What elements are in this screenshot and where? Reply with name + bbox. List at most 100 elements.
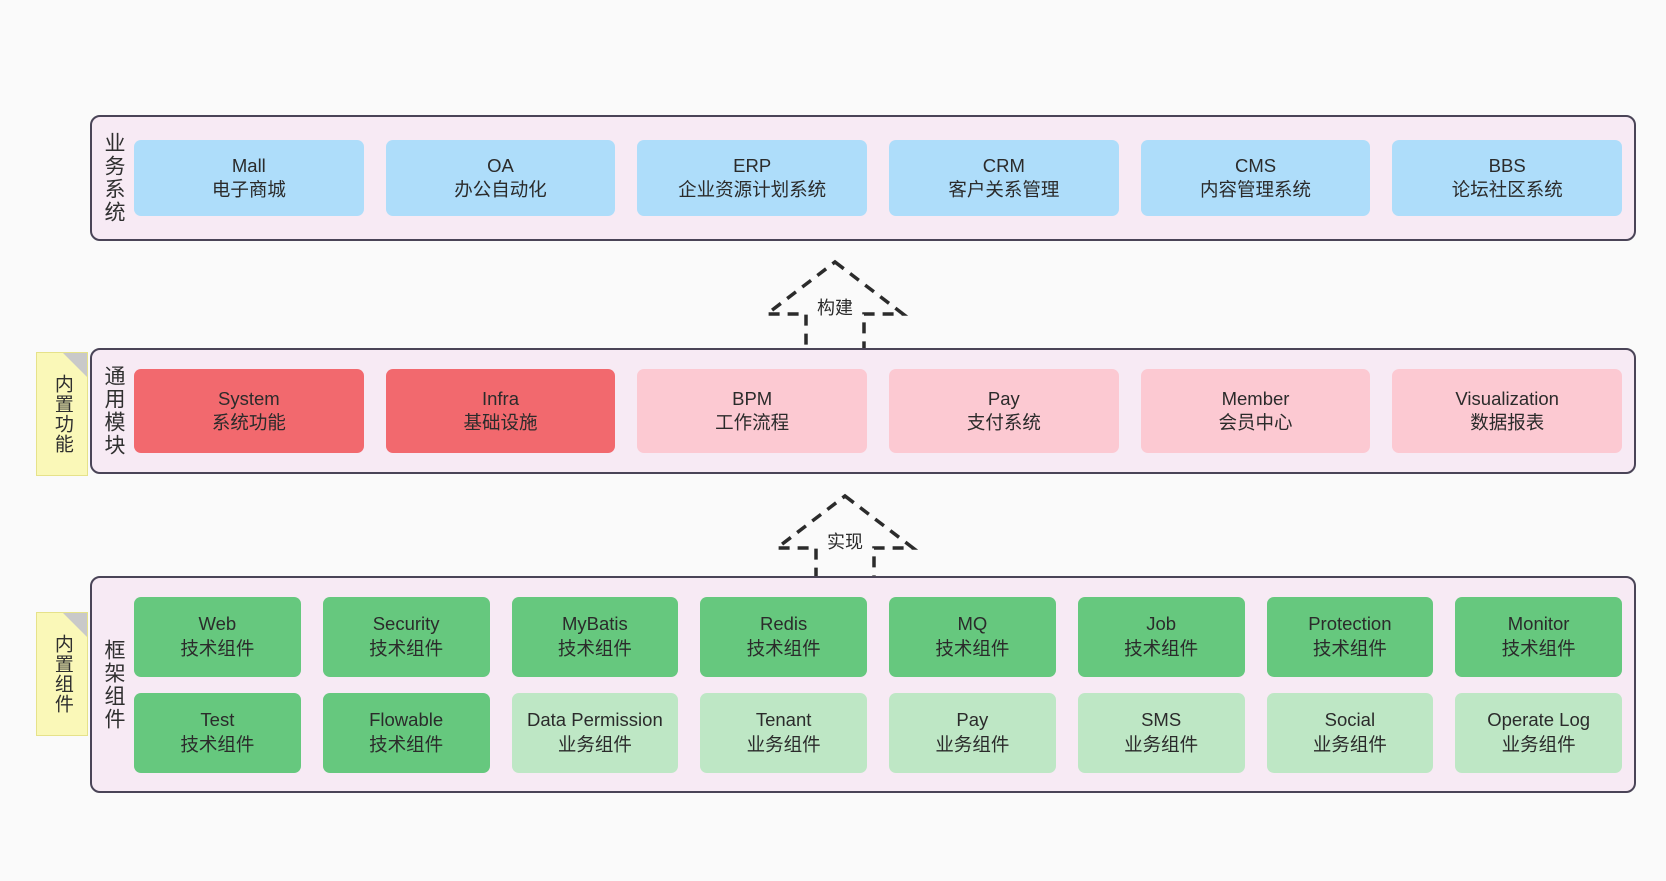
note-builtin-function[interactable]: 内置功能 [36, 352, 88, 476]
note-builtin-function-text: 内置功能 [51, 374, 73, 454]
layer-common-modules-label: 通用模块 [101, 365, 125, 457]
card-monitor[interactable]: Monitor 技术组件 [1455, 596, 1622, 677]
card-subtitle: 数据报表 [1470, 412, 1545, 433]
card-title: MQ [957, 613, 988, 635]
card-title: BPM [732, 387, 773, 409]
card-title: Protection [1308, 613, 1392, 635]
card-title: Job [1146, 613, 1177, 635]
card-infra[interactable]: Infra 基础设施 [385, 369, 616, 453]
card-subtitle: 业务组件 [1501, 733, 1576, 755]
layer-framework-components-body: Web 技术组件 Security 技术组件 MyBatis 技术组件 Redi… [134, 578, 1634, 791]
build-arrow: 构建 [760, 256, 910, 356]
card-cms[interactable]: CMS 内容管理系统 [1140, 140, 1371, 216]
card-security[interactable]: Security 技术组件 [322, 596, 490, 677]
card-title: Mall [231, 154, 266, 176]
card-title: Redis [759, 613, 808, 635]
card-subtitle: 业务组件 [1124, 733, 1199, 755]
layer-common-modules-body: System 系统功能 Infra 基础设施 BPM 工作流程 Pay 支付系统… [134, 350, 1634, 472]
card-title: Security [372, 613, 440, 635]
card-title: Operate Log [1487, 709, 1591, 731]
layer-business-systems[interactable]: 业务系统 Mall 电子商城 OA 办公自动化 ERP 企业资源计划系统 CRM… [90, 115, 1636, 241]
card-test[interactable]: Test 技术组件 [134, 692, 301, 773]
card-title: SMS [1141, 709, 1182, 731]
card-subtitle: 工作流程 [715, 412, 790, 433]
card-subtitle: 支付系统 [966, 412, 1041, 433]
card-subtitle: 电子商城 [211, 179, 286, 200]
card-subtitle: 技术组件 [1312, 637, 1387, 659]
card-title: ERP [733, 154, 772, 176]
card-row: Mall 电子商城 OA 办公自动化 ERP 企业资源计划系统 CRM 客户关系… [134, 140, 1623, 216]
layer-framework-components[interactable]: 框架组件 Web 技术组件 Security 技术组件 MyBatis 技术组件… [90, 576, 1636, 793]
card-erp[interactable]: ERP 企业资源计划系统 [637, 140, 868, 216]
card-subtitle: 基础设施 [463, 412, 538, 433]
layer-common-modules[interactable]: 通用模块 System 系统功能 Infra 基础设施 BPM 工作流程 Pay… [90, 348, 1636, 474]
card-crm[interactable]: CRM 客户关系管理 [889, 140, 1119, 216]
card-title: Tenant [755, 709, 812, 731]
layer-framework-components-label: 框架组件 [101, 638, 125, 731]
card-title: Visualization [1455, 387, 1559, 409]
card-mall[interactable]: Mall 电子商城 [134, 140, 364, 216]
card-subtitle: 业务组件 [935, 733, 1010, 755]
card-web[interactable]: Web 技术组件 [134, 596, 301, 677]
card-bpm[interactable]: BPM 工作流程 [637, 369, 868, 453]
card-protection[interactable]: Protection 技术组件 [1266, 596, 1434, 677]
card-operate-log[interactable]: Operate Log 业务组件 [1455, 692, 1622, 773]
card-subtitle: 业务组件 [746, 733, 821, 755]
card-title: Infra [481, 387, 520, 409]
card-title: Web [198, 613, 237, 635]
card-title: BBS [1488, 154, 1526, 176]
card-title: Monitor [1507, 613, 1570, 635]
card-row: Web 技术组件 Security 技术组件 MyBatis 技术组件 Redi… [134, 596, 1622, 677]
card-title: System [217, 387, 280, 409]
card-subtitle: 技术组件 [557, 637, 632, 659]
card-visualization[interactable]: Visualization 数据报表 [1392, 369, 1623, 453]
card-row: Test 技术组件 Flowable 技术组件 Data Permission … [134, 692, 1622, 773]
card-title: MyBatis [561, 613, 628, 635]
card-subtitle: 技术组件 [935, 637, 1010, 659]
card-subtitle: 技术组件 [180, 637, 255, 659]
card-title: Flowable [369, 709, 444, 731]
card-subtitle: 客户关系管理 [948, 179, 1060, 200]
card-title: Social [1324, 709, 1376, 731]
card-subtitle: 技术组件 [1501, 637, 1576, 659]
card-mq[interactable]: MQ 技术组件 [889, 596, 1056, 677]
card-subtitle: 系统功能 [211, 412, 286, 433]
card-title: Test [200, 709, 235, 731]
card-subtitle: 会员中心 [1218, 412, 1293, 433]
note-builtin-component-text: 内置组件 [51, 634, 73, 714]
card-redis[interactable]: Redis 技术组件 [700, 596, 867, 677]
card-title: Pay [987, 387, 1020, 409]
card-subtitle: 办公自动化 [454, 179, 547, 200]
card-subtitle: 业务组件 [1312, 733, 1387, 755]
card-mybatis[interactable]: MyBatis 技术组件 [511, 596, 679, 677]
layer-business-systems-body: Mall 电子商城 OA 办公自动化 ERP 企业资源计划系统 CRM 客户关系… [134, 117, 1634, 239]
card-member[interactable]: Member 会员中心 [1140, 369, 1371, 453]
card-row: System 系统功能 Infra 基础设施 BPM 工作流程 Pay 支付系统… [134, 369, 1623, 453]
implement-arrow: 实现 [770, 490, 920, 590]
card-pay-component[interactable]: Pay 业务组件 [889, 692, 1056, 773]
card-job[interactable]: Job 技术组件 [1077, 596, 1245, 677]
card-title: OA [487, 154, 514, 176]
note-builtin-component[interactable]: 内置组件 [36, 612, 88, 736]
card-subtitle: 技术组件 [746, 637, 821, 659]
card-flowable[interactable]: Flowable 技术组件 [322, 692, 490, 773]
card-title: Pay [956, 709, 989, 731]
card-data-permission[interactable]: Data Permission 业务组件 [511, 692, 679, 773]
card-tenant[interactable]: Tenant 业务组件 [700, 692, 867, 773]
build-arrow-icon [761, 259, 909, 354]
card-pay-module[interactable]: Pay 支付系统 [889, 369, 1119, 453]
card-bbs[interactable]: BBS 论坛社区系统 [1392, 140, 1623, 216]
card-oa[interactable]: OA 办公自动化 [385, 140, 616, 216]
layer-business-systems-label: 业务系统 [101, 132, 125, 224]
card-subtitle: 技术组件 [369, 733, 444, 755]
implement-arrow-icon [771, 493, 919, 588]
card-sms[interactable]: SMS 业务组件 [1077, 692, 1245, 773]
card-title: CRM [982, 154, 1025, 176]
card-subtitle: 技术组件 [369, 637, 444, 659]
card-subtitle: 业务组件 [557, 733, 632, 755]
card-title: Member [1221, 387, 1290, 409]
card-title: Data Permission [527, 709, 663, 731]
card-subtitle: 技术组件 [1124, 637, 1199, 659]
card-social[interactable]: Social 业务组件 [1266, 692, 1434, 773]
card-system[interactable]: System 系统功能 [134, 369, 364, 453]
